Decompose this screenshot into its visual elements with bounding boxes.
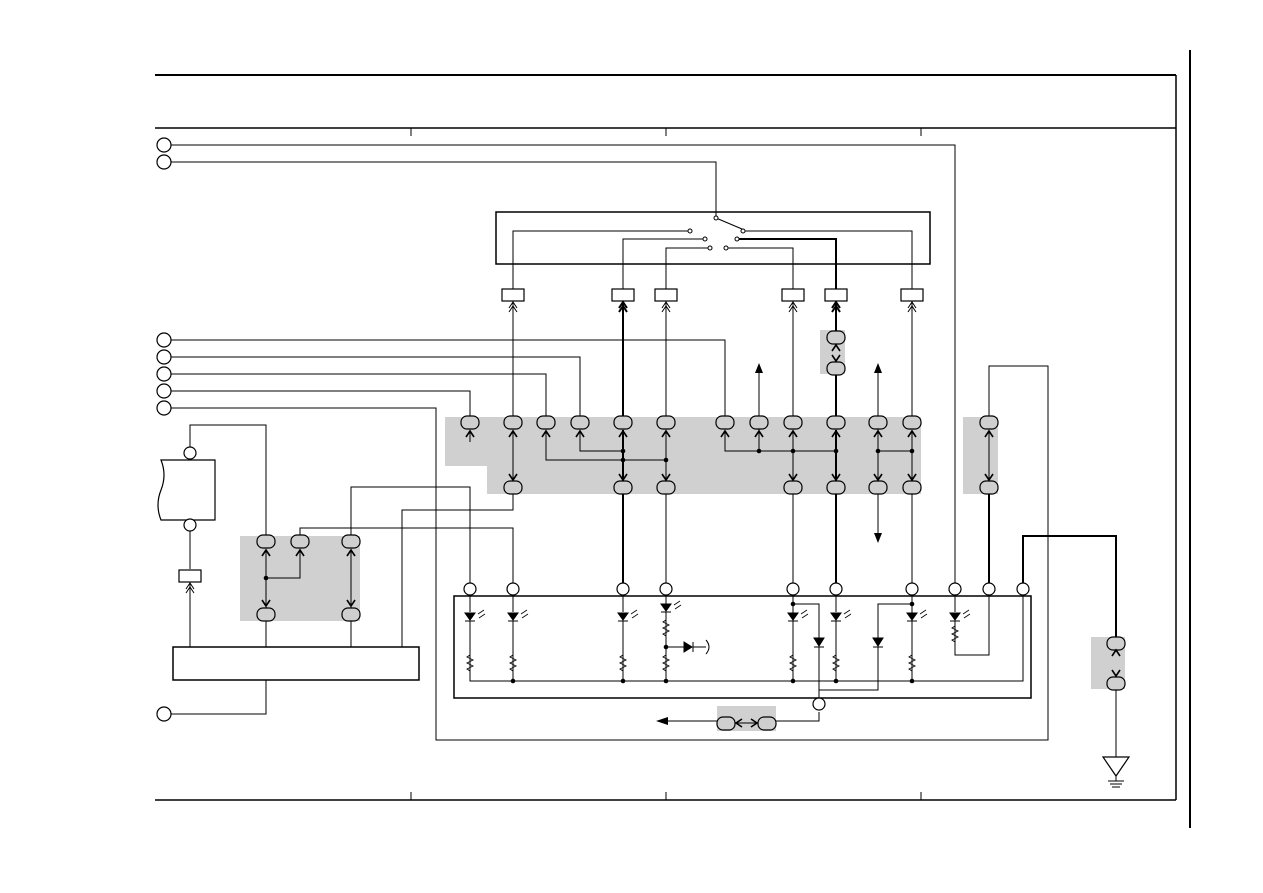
switch-contacts [687, 215, 746, 251]
ground-icon [1101, 756, 1131, 788]
left-component-top-terminal [183, 446, 197, 460]
left-component-bottom-terminal [183, 518, 197, 532]
pin-chevrons [185, 300, 917, 594]
led-2 [507, 609, 529, 622]
connector-pins-lower-row [503, 480, 999, 495]
indicator-module [453, 595, 1032, 699]
continuation-arrows [656, 363, 882, 725]
led-3 [617, 609, 639, 622]
terminal-c [156, 332, 172, 348]
left-fuse-box [178, 569, 202, 583]
page-frame [155, 50, 1191, 828]
led-7 [906, 609, 928, 622]
terminal-a [156, 137, 172, 153]
terminal-b [156, 154, 172, 170]
led-6 [830, 609, 852, 622]
lower-left-module [172, 646, 420, 681]
terminal-d [156, 349, 172, 365]
terminal-h [156, 706, 172, 722]
resistors [465, 619, 960, 672]
left-component [157, 459, 216, 521]
multi-switch-box [495, 211, 931, 265]
module-terminals [463, 582, 1030, 711]
left-terminals [156, 137, 172, 722]
connector-pins-upper-row [460, 415, 999, 430]
indicator-leds [464, 600, 971, 622]
led-5 [787, 609, 809, 622]
module-terminal-wires [469, 595, 956, 612]
led-8 [949, 609, 971, 622]
terminal-e [156, 366, 172, 382]
connector-arrows [261, 343, 1121, 728]
diodes [683, 637, 884, 655]
led-4 [660, 600, 682, 613]
switch-pin-boxes [178, 288, 924, 583]
wires [171, 144, 1117, 757]
led-1 [464, 609, 486, 622]
connector-shading [240, 330, 1125, 731]
junction-dots [263, 448, 915, 684]
terminal-g [156, 400, 172, 416]
terminal-f [156, 383, 172, 399]
